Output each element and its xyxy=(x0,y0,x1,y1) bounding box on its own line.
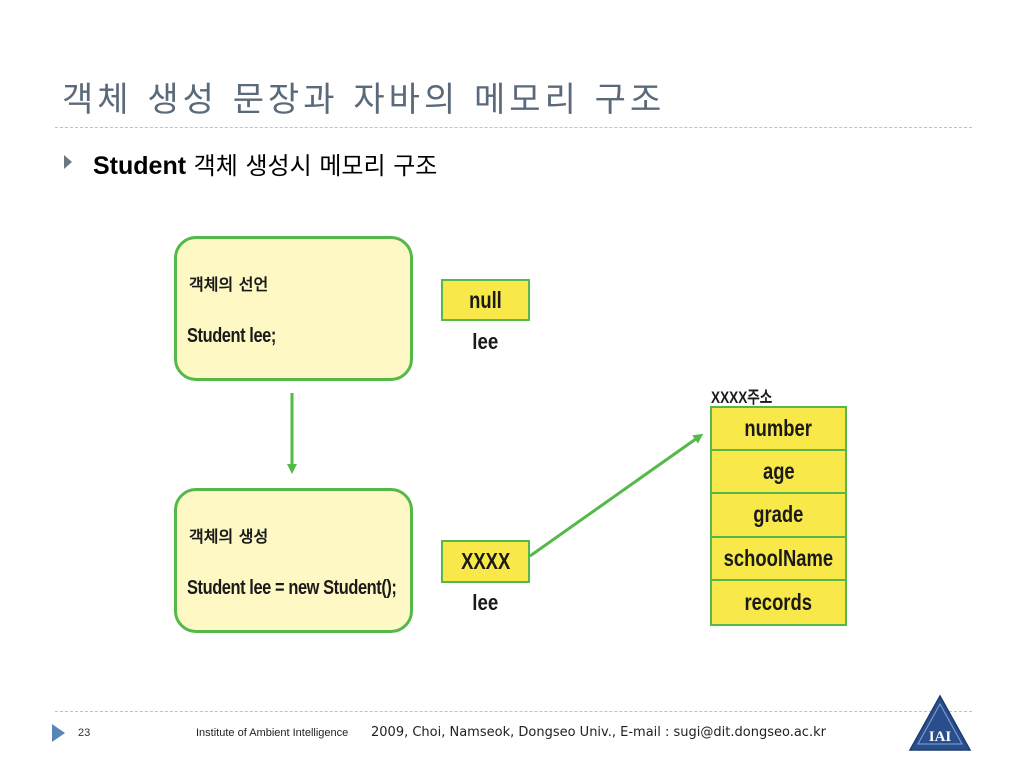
bullet-bold-text: Student xyxy=(93,152,187,180)
creation-cell-value: XXXX xyxy=(460,548,511,574)
declaration-heading: 객체의 선언 xyxy=(189,275,269,294)
declaration-reference-cell: null xyxy=(441,279,530,321)
creation-reference-cell: XXXX xyxy=(441,540,530,583)
bullet-arrow-icon xyxy=(64,155,72,169)
declaration-box: 객체의 선언 Student lee; xyxy=(174,236,413,381)
footer-credit: 2009, Choi, Namseok, Dongseo Univ., E-ma… xyxy=(371,725,826,740)
student-object: number age grade schoolName records xyxy=(710,406,847,626)
title-divider xyxy=(55,127,972,128)
object-field: number xyxy=(712,408,845,452)
reference-arrow xyxy=(529,433,704,558)
object-address-label: XXXX주소 xyxy=(711,388,773,407)
creation-box: 객체의 생성 Student lee = new Student(); xyxy=(174,488,413,633)
declaration-cell-value: null xyxy=(469,286,502,313)
creation-code: Student lee = new Student(); xyxy=(187,577,397,599)
creation-var-label: lee xyxy=(471,590,499,615)
play-icon[interactable] xyxy=(52,724,65,742)
object-field: age xyxy=(712,451,845,495)
declaration-var-label: lee xyxy=(471,329,499,354)
object-field: schoolName xyxy=(712,538,845,581)
iai-logo: IAI xyxy=(908,694,972,751)
footer-divider xyxy=(55,711,972,712)
creation-heading: 객체의 생성 xyxy=(189,527,269,546)
bullet-text: Student 객체 생성시 메모리 구조 xyxy=(93,146,437,181)
object-field: grade xyxy=(712,494,845,538)
footer-institute: Institute of Ambient Intelligence xyxy=(196,727,349,739)
bullet-rest-text: 객체 생성시 메모리 구조 xyxy=(186,152,438,180)
page-number: 23 xyxy=(78,727,91,739)
logo-text: IAI xyxy=(929,729,952,745)
slide-title: 객체 생성 문장과 자바의 메모리 구조 xyxy=(62,80,666,120)
declaration-code: Student lee; xyxy=(187,325,276,347)
object-field: records xyxy=(744,588,813,615)
